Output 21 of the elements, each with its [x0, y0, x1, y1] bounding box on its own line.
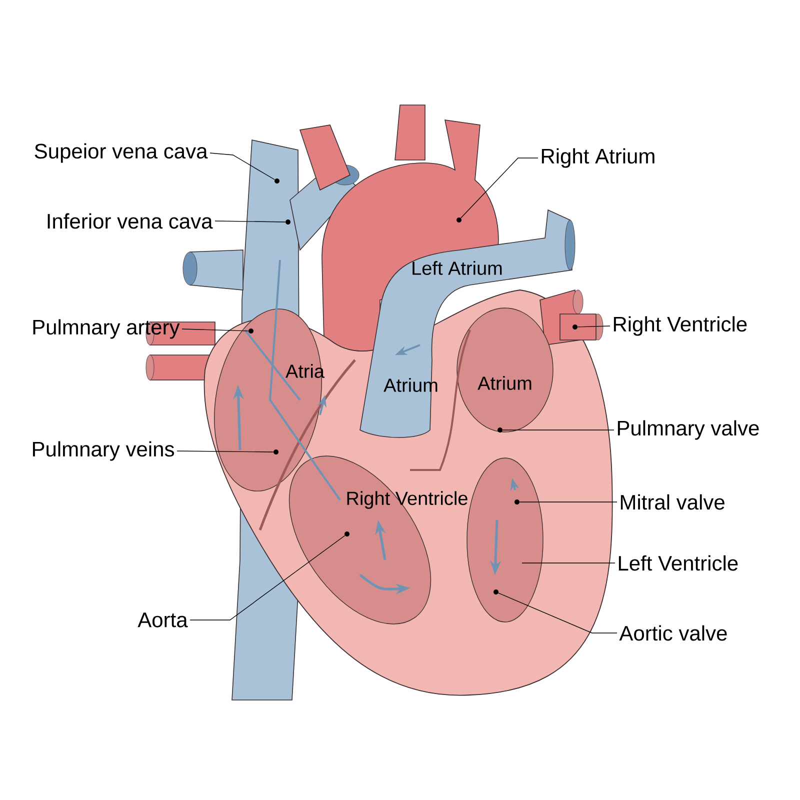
- leader-line: [210, 152, 276, 180]
- leader-line: [460, 158, 538, 218]
- callout-label: Aorta: [138, 612, 188, 628]
- callout-label: Mitral valve: [620, 494, 724, 510]
- leader-line: [176, 450, 274, 452]
- leader-line: [498, 592, 618, 634]
- leader-line: [182, 328, 249, 332]
- callout-label: Aortic valve: [619, 625, 727, 641]
- chamber-label: Atria: [286, 364, 325, 378]
- callout-label: Left Ventricle: [618, 555, 738, 571]
- callout-label: Pulmnary veins: [32, 441, 174, 461]
- leader-line: [214, 220, 286, 222]
- callout-label: Right Ventricle: [614, 316, 747, 336]
- leader-line: [190, 535, 346, 620]
- callout-label: Right Atrium: [542, 148, 654, 168]
- chamber-label: Left Atrium: [412, 261, 502, 275]
- callout-label: Supeior vena cava: [34, 143, 208, 163]
- callout-label: Pulmnary valve: [618, 420, 759, 440]
- callout-label: Inferior vena cava: [48, 213, 213, 229]
- chamber-label: Atrium: [478, 376, 532, 390]
- chamber-label: Right Ventricle: [347, 491, 468, 509]
